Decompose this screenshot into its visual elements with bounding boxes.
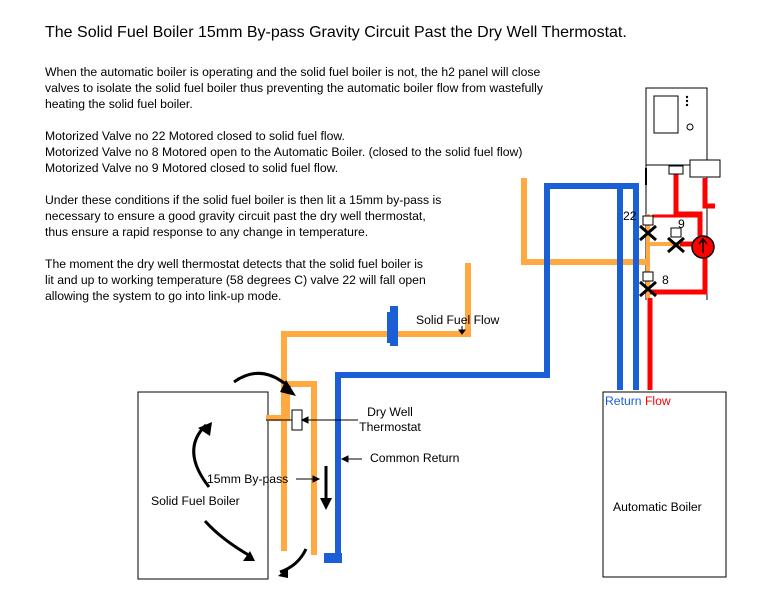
linkup-line-2: lit and up to working temperature (58 de… — [45, 273, 426, 287]
dry-well-label-line-1: Dry Well — [367, 405, 413, 419]
sensor-box-icon — [689, 159, 721, 178]
solid-fuel-boiler-box — [137, 391, 269, 580]
intro-paragraph: When the automatic boiler is operating a… — [45, 64, 543, 112]
return-flow-label: Return Flow — [605, 394, 671, 409]
bypass-line-2: necessary to ensure a good gravity circu… — [45, 209, 426, 223]
dry-well-label-line-2: Thermostat — [359, 420, 421, 434]
bypass-line-1: Under these conditions if the solid fuel… — [45, 193, 442, 207]
dry-well-thermostat-icon — [266, 409, 358, 431]
bypass-label: 15mm By-pass — [207, 472, 289, 486]
hot-flow-pipe — [647, 170, 715, 390]
return-pipe-branch — [390, 306, 398, 346]
valves-line-2: Motorized Valve no 8 Motored open to the… — [45, 145, 523, 159]
linkup-paragraph: The moment the dry well thermostat detec… — [45, 256, 426, 304]
valve-9-icon — [667, 227, 685, 254]
bypass-paragraph: Under these conditions if the solid fuel… — [45, 192, 441, 240]
intro-line-1: When the automatic boiler is operating a… — [45, 65, 541, 79]
flow-label: Flow — [644, 394, 671, 408]
arrowheads-icon — [198, 380, 332, 578]
valve-22-label: 22 — [623, 209, 637, 223]
h2-panel — [645, 87, 708, 166]
automatic-boiler-label: Automatic Boiler — [613, 500, 702, 514]
leader-arrows — [296, 326, 466, 483]
valve-8-icon — [639, 271, 657, 298]
solid-fuel-flow-label: Solid Fuel Flow — [416, 313, 500, 327]
dry-well-thermostat-label: Dry Well Thermostat — [353, 405, 427, 435]
common-return-pipe — [335, 183, 639, 553]
solid-fuel-boiler-label: Solid Fuel Boiler — [151, 494, 240, 508]
common-return-label: Common Return — [370, 451, 460, 465]
return-label: Return — [605, 394, 642, 408]
valves-line-3: Motorized Valve no 9 Motored closed to s… — [45, 161, 339, 175]
valve-22-icon — [639, 215, 657, 242]
page-title: The Solid Fuel Boiler 15mm By-pass Gravi… — [45, 24, 627, 41]
intro-line-2: valves to isolate the solid fuel boiler … — [45, 81, 543, 95]
valve-8-label: 8 — [662, 273, 669, 287]
valves-paragraph: Motorized Valve no 22 Motored closed to … — [45, 128, 522, 176]
fitting-icon — [668, 165, 684, 175]
linkup-line-1: The moment the dry well thermostat detec… — [45, 257, 423, 271]
intro-line-3: heating the solid fuel boiler. — [45, 97, 193, 111]
linkup-line-3: allowing the system to go into link-up m… — [45, 289, 282, 303]
return-pipe-base — [324, 553, 342, 563]
pump-icon — [691, 235, 715, 259]
valves-line-1: Motorized Valve no 22 Motored closed to … — [45, 129, 345, 143]
bypass-line-3: thus ensure a rapid response to any chan… — [45, 225, 369, 239]
automatic-boiler-box — [602, 391, 727, 578]
valve-9-label: 9 — [678, 217, 685, 231]
